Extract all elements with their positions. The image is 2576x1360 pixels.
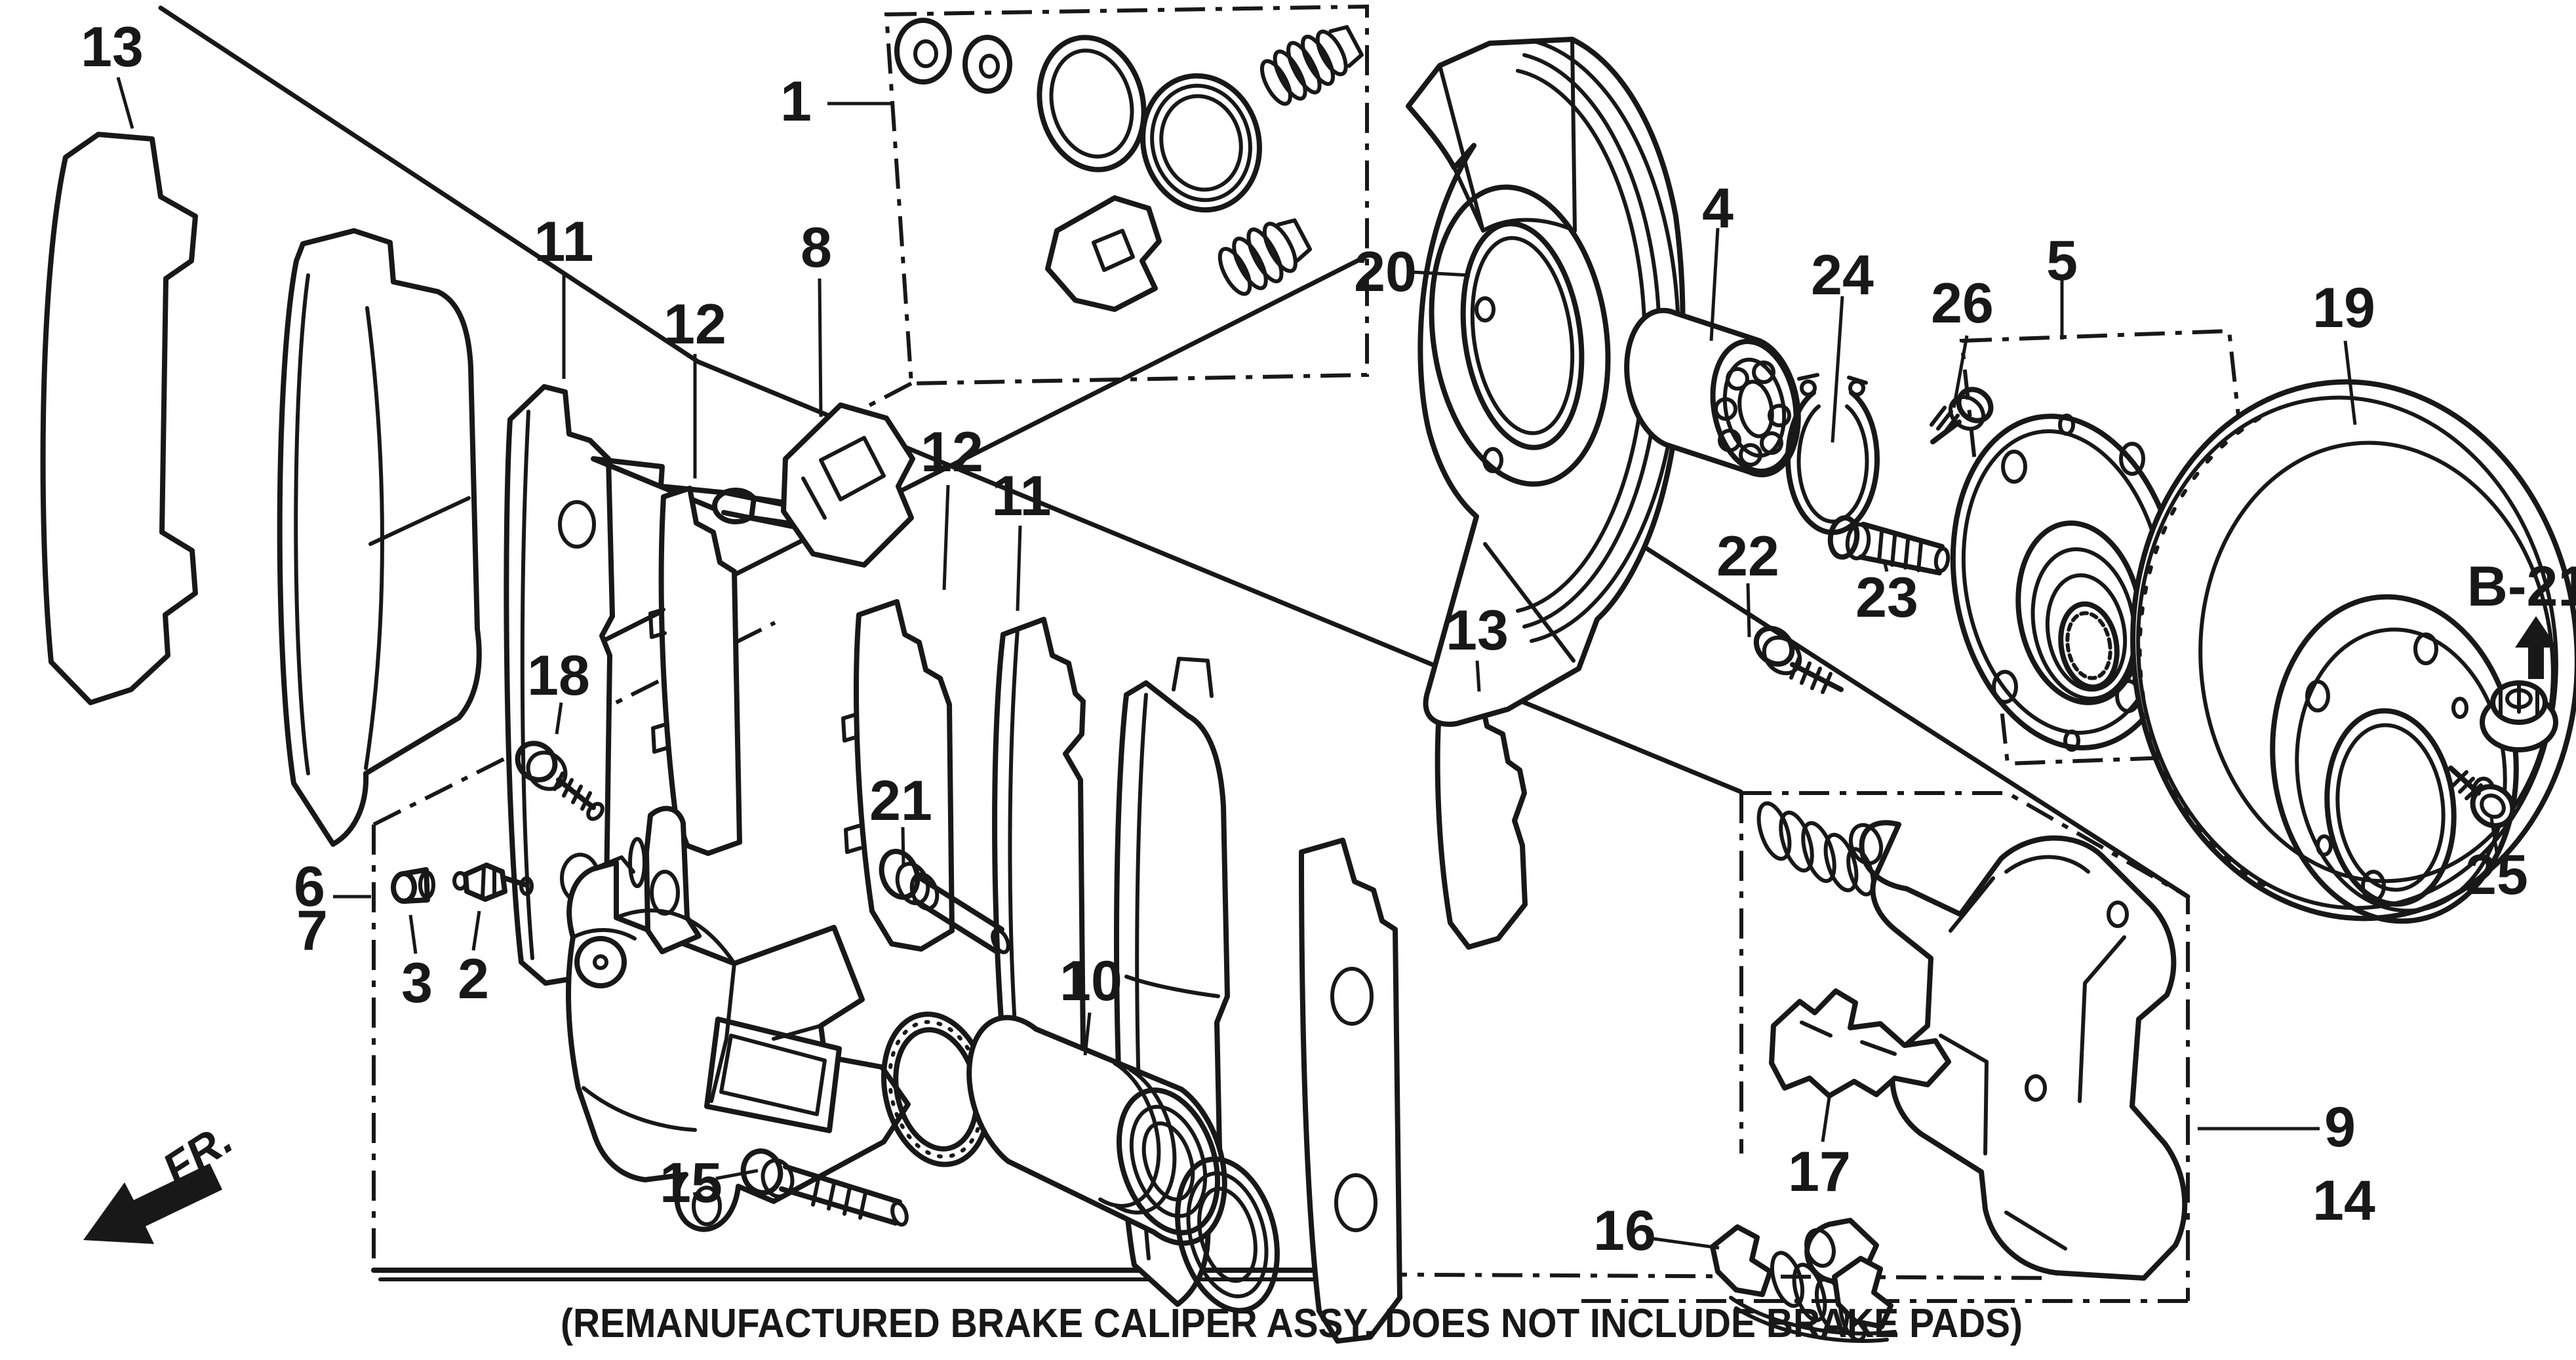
seal-kit-contents-drawing: [894, 18, 1364, 312]
callout-leader-2-bleeder: [471, 910, 481, 951]
abutment-clips-drawing: [1710, 1224, 1897, 1343]
wear-indicator-arm: [591, 456, 729, 515]
callout-13-shim-lower: 13: [1446, 599, 1509, 662]
callout-23-stud: 23: [1855, 566, 1918, 629]
callout-leader-26-bolt: [1952, 335, 1969, 408]
callout-leader-10-piston: [1083, 1012, 1092, 1056]
callout-leader-19-rotor: [2343, 340, 2357, 425]
callout-leader-13-shim-lower: [1475, 660, 1481, 692]
callout-18-bleed-bolt: 18: [527, 644, 590, 707]
callout-7-caliper-sub: 7: [296, 899, 328, 962]
callout-10-piston: 10: [1060, 950, 1122, 1013]
callout-leader-4-bearing: [1709, 227, 1720, 341]
figure-caption: (REMANUFACTURED BRAKE CALIPER ASSY. DOES…: [561, 1301, 2023, 1346]
guide-pin-upper-drawing: [879, 849, 1010, 954]
flange-bolt-22-drawing: [1753, 625, 1844, 694]
callout-21-pin-upper: 21: [869, 769, 932, 832]
callout-5-hub: 5: [2046, 229, 2078, 292]
callout-19-rotor: 19: [2312, 277, 2375, 340]
bracket-group-line: [1571, 499, 2190, 899]
callout-6-caliper: 6: [294, 855, 325, 918]
callout-22-bolt: 22: [1716, 525, 1779, 588]
callout-20-splash-guard: 20: [1354, 241, 1417, 303]
seal-kit-phantom-box: [884, 4, 1369, 386]
callout-9-bracket: 9: [2324, 1096, 2356, 1159]
caliper-ear: [644, 806, 702, 954]
callout-leader-15-pin-lower: [715, 1169, 759, 1180]
caliper-window: [704, 1017, 842, 1133]
callout-25-screw: 25: [2465, 844, 2528, 906]
callout-14-bracket-sub: 14: [2312, 1169, 2375, 1232]
callout-26-bolt: 26: [1931, 272, 1994, 335]
flange-nut-drawing: [2480, 680, 2558, 752]
fr-label: FR.: [154, 1114, 241, 1194]
callout-leader-13-outer-shim: [116, 77, 134, 129]
pin-boot-upper-drawing: [1756, 801, 1875, 897]
caliper-banjo-boss: [574, 936, 627, 988]
front-direction-indicator: FR.: [83, 1114, 241, 1244]
guide-pin-lower-drawing: [740, 1148, 909, 1227]
callout-11-pad-lower: 11: [992, 465, 1052, 528]
bleeder-cap-drawing: [391, 867, 435, 904]
callout-b21-ref: B-21: [2467, 555, 2576, 618]
callout-leader-8-grease-pack: [818, 278, 823, 418]
b21-up-arrow-icon: [2515, 616, 2557, 679]
callout-13-outer-shim: 13: [81, 16, 144, 79]
callout-leader-20-splash-guard: [1410, 270, 1471, 277]
bleed-bolt-drawing: [515, 741, 604, 821]
callout-leader-16-clip: [1653, 1237, 1720, 1250]
callout-leader-24-snap-ring: [1831, 296, 1844, 443]
callout-11-pad-upper: 11: [534, 210, 594, 273]
caliper-box-bottom-dash: [1318, 1272, 2053, 1280]
wheel-stud-drawing: [1827, 515, 1951, 575]
kit-washer-small: [962, 35, 1012, 94]
callout-4-bearing: 4: [1702, 177, 1734, 240]
callout-24-snap-ring: 24: [1811, 244, 1874, 307]
callout-leader-12-shim-lower: [942, 484, 950, 591]
kit-pin-boot-a: [1259, 25, 1364, 106]
pad-with-wear-indicator-drawing: [504, 384, 891, 986]
caliper-body-drawing: [566, 806, 911, 1232]
callout-1-seal-kit: 1: [780, 70, 812, 133]
screw-25-drawing: [2448, 766, 2516, 828]
piston-boot-drawing: [1175, 1156, 1280, 1313]
callout-leader-22-bolt: [1746, 583, 1751, 638]
pad-shim-outer-lower-drawing: [1435, 693, 1528, 950]
kit-piston-boot: [1140, 73, 1262, 213]
grease-packet-drawing: [781, 402, 915, 568]
callout-leader-3-cap: [408, 914, 418, 954]
kit-piston-seal: [1037, 35, 1147, 172]
callout-2-bleeder: 2: [458, 948, 489, 1011]
callout-12-shim-upper: 12: [664, 293, 726, 356]
bearing-drawing: [1624, 307, 1801, 478]
callout-8-grease-pack: 8: [801, 216, 832, 279]
callout-leader-25-screw: [2489, 817, 2499, 853]
bleeder-valve-drawing: [452, 863, 534, 902]
pads-group-line-top: [158, 5, 1743, 794]
kit-grease-packet: [1045, 195, 1162, 312]
kit-pin-boot-b: [1218, 218, 1313, 296]
callout-12-shim-lower: 12: [921, 421, 983, 484]
pad-shim-outer-upper-drawing: [40, 132, 198, 705]
pad-inner-upper-drawing: [277, 228, 482, 847]
callout-leader-23-stud: [1882, 560, 1889, 572]
callout-15-pin-lower: 15: [660, 1152, 723, 1214]
callout-leader-11-pad-lower: [1016, 525, 1022, 612]
pad-backing-lower-drawing: [1299, 838, 1402, 1344]
callout-leader-17-pad-spring: [1821, 1097, 1831, 1142]
pad-spring-drawing: [1769, 988, 1951, 1098]
pad-shim-inner-upper-drawing: [648, 486, 742, 856]
callout-17-pad-spring: 17: [1788, 1140, 1851, 1203]
callout-3-cap: 3: [401, 952, 433, 1015]
callout-16-clip: 16: [1593, 1199, 1656, 1262]
kit-washer-large: [894, 18, 952, 85]
bolt-26-drawing: [1930, 387, 1994, 444]
fr-arrow-icon: [83, 1163, 222, 1244]
callout-leader-18-bleed-bolt: [555, 702, 563, 735]
snap-ring-drawing: [1785, 373, 1880, 535]
seal-kit-box-tail: [851, 381, 913, 416]
